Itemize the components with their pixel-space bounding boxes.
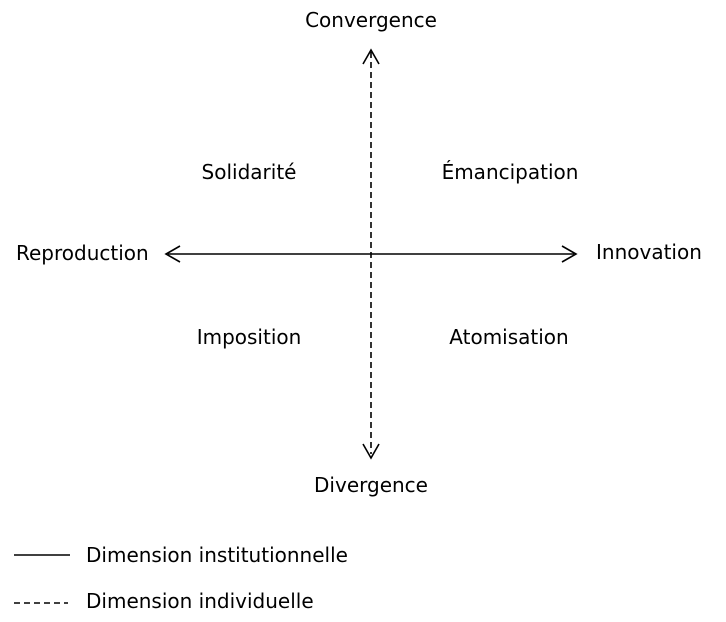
- legend-label-institutional: Dimension institutionnelle: [86, 543, 348, 567]
- legend-item-institutional: Dimension institutionnelle: [14, 543, 348, 567]
- legend-dashed-line-swatch: [14, 602, 68, 604]
- axis-label-reproduction: Reproduction: [16, 241, 149, 265]
- quadrant-label-solidarite: Solidarité: [201, 160, 297, 184]
- legend-solid-line-swatch: [14, 554, 70, 556]
- quadrant-label-emancipation: Émancipation: [441, 160, 579, 184]
- vertical-axis-bottom-arrowhead: [362, 443, 380, 460]
- quadrant-label-atomisation: Atomisation: [449, 325, 569, 349]
- quadrant-label-imposition: Imposition: [196, 325, 302, 349]
- horizontal-axis-right-arrowhead: [561, 245, 578, 263]
- horizontal-axis-left-arrowhead: [164, 245, 181, 263]
- axis-label-convergence: Convergence: [305, 8, 437, 32]
- axis-label-innovation: Innovation: [596, 240, 702, 264]
- legend-label-individual: Dimension individuelle: [86, 589, 314, 613]
- legend-item-individual: Dimension individuelle: [14, 589, 314, 613]
- vertical-axis-top-arrowhead: [362, 48, 380, 65]
- axis-label-divergence: Divergence: [314, 473, 428, 497]
